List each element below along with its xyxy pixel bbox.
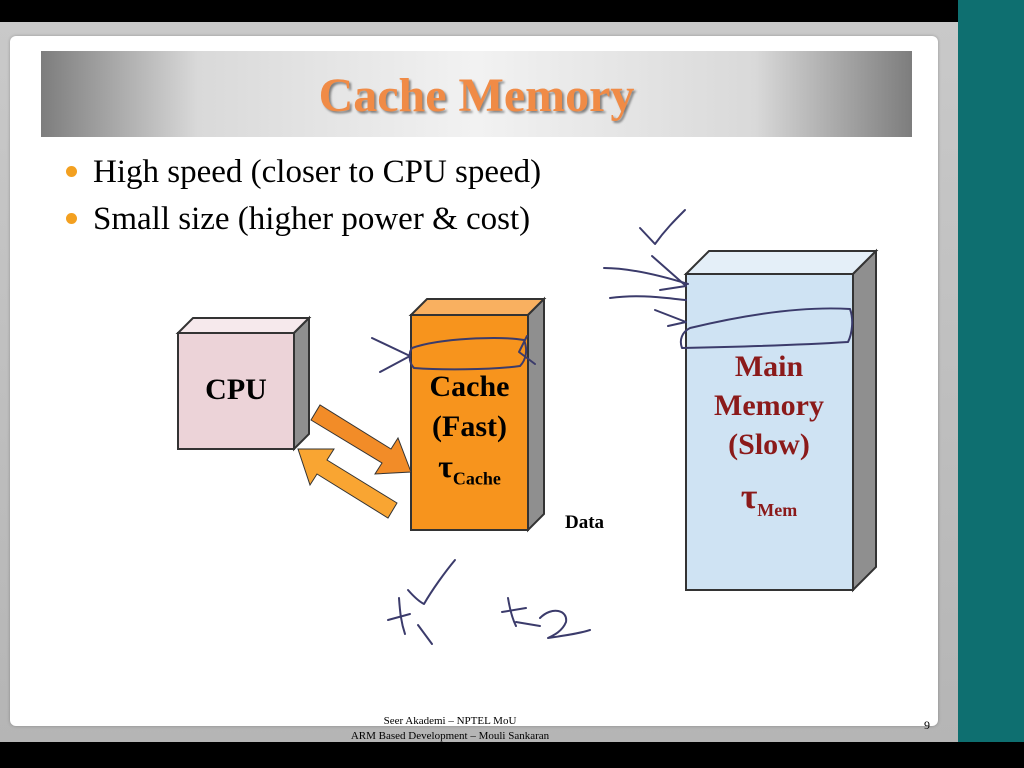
title-banner: [41, 51, 912, 137]
bottom-letterbox: [0, 742, 1024, 768]
cpu-to-cache-arrow: [310, 404, 412, 475]
bullet-dot-icon: [66, 166, 77, 177]
bullet-text: Small size (higher power & cost): [93, 201, 531, 237]
cache-access-time: τCache: [411, 448, 528, 489]
tau-symbol: τ: [438, 448, 453, 484]
tau-subscript: Cache: [452, 468, 501, 489]
top-letterbox: [0, 0, 1024, 22]
cpu-box: [175, 315, 312, 452]
bullet-dot-icon: [66, 213, 77, 224]
memory-label-line: Memory: [714, 389, 824, 422]
cache-box: [408, 296, 547, 533]
memory-access-time: τMem: [686, 475, 852, 521]
cache-label-line: (Fast): [432, 410, 507, 443]
handwritten-annotations: [371, 209, 854, 645]
bullet-item: Small size (higher power & cost): [66, 197, 541, 244]
main-memory-box: [683, 248, 879, 593]
bullet-text: High speed (closer to CPU speed): [93, 154, 542, 190]
cache-label-line: Cache: [429, 370, 510, 403]
data-label: Data: [565, 512, 605, 533]
memory-label-line: Main: [734, 350, 804, 383]
cpu-label: CPU: [205, 373, 267, 406]
tau-subscript: Mem: [757, 500, 798, 521]
page-number: 9: [924, 718, 930, 732]
tau-symbol: τ: [740, 476, 758, 516]
footer-line: ARM Based Development – Mouli Sankaran: [350, 730, 550, 742]
cache-label: Cache (Fast): [411, 367, 528, 447]
memory-label-line: (Slow): [728, 428, 810, 461]
slide-footer: Seer Akademi – NPTEL MoU ARM Based Devel…: [300, 714, 600, 744]
bullet-item: High speed (closer to CPU speed): [66, 150, 541, 197]
slide-title: Cache Memory: [318, 69, 635, 122]
cache-to-cpu-arrow: [297, 448, 398, 519]
footer-line: Seer Akademi – NPTEL MoU: [383, 715, 517, 727]
teal-sidebar: [958, 0, 1024, 768]
bullet-list: High speed (closer to CPU speed) Small s…: [66, 150, 541, 244]
main-memory-label: Main Memory (Slow): [686, 347, 852, 464]
